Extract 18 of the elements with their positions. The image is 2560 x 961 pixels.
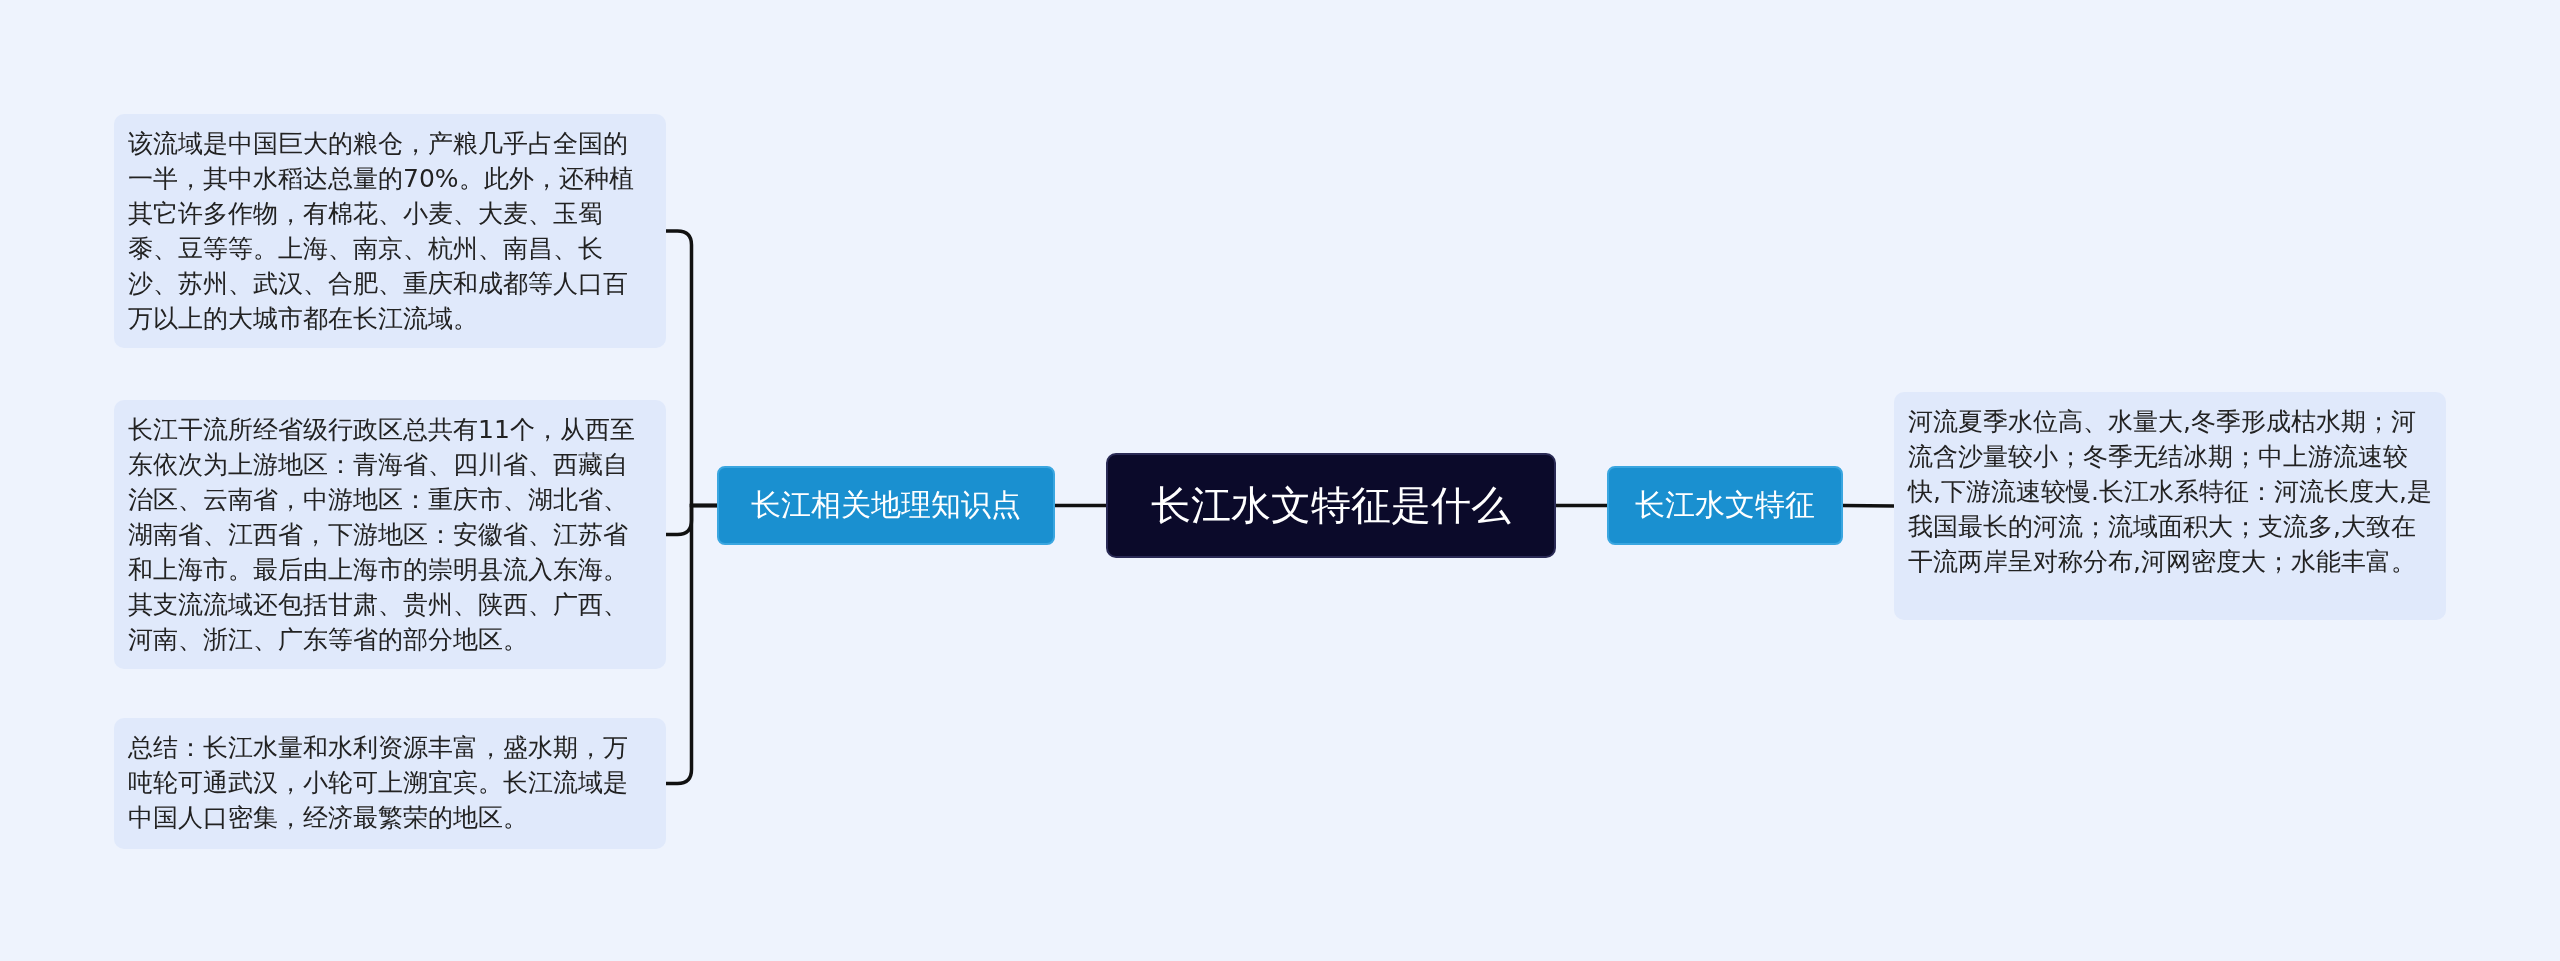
note-card xyxy=(114,718,666,849)
note-card xyxy=(114,114,666,348)
topic-box xyxy=(1607,466,1843,545)
note-text: 河流夏季水位高、水量大,冬季形成枯水期；河流含沙量较小；冬季无结冰期；中上游流速较快,下游流速较慢.长江水系特征：河流长度大,是我国最长的河流；流域面积大；支流多,大致在干流两岸呈对称分布,河网密度大；水能丰富。 xyxy=(1908,406,2432,578)
note-text: 总结：长江水量和水利资源丰富，盛水期，万吨轮可通武汉，小轮可上溯宜宾。长江流域是中国人口密集，经济最繁荣的地区。 xyxy=(128,732,629,834)
topic-label: 长江相关地理知识点 xyxy=(751,486,1021,524)
topic-label: 长江水文特征 xyxy=(1635,486,1815,524)
note-text: 长江干流所经省级行政区总共有11个，从西至东依次为上游地区：青海省、四川省、西藏自治区、云南省，中游地区：重庆市、湖北省、湖南省、江西省，下游地区：安徽省、江苏省和上海市。最后由上海市的崇明县流入东海。其支流流域还包括甘肃、贵州、陕西、广西、河南、浙江、广东等省的部分地区。 xyxy=(128,414,636,656)
note-text: 该流域是中国巨大的粮仓，产粮几乎占全国的一半，其中水稻达总量的70%。此外，还种植其它许多作物，有棉花、小麦、大麦、玉蜀黍、豆等等。上海、南京、杭州、南昌、长沙、苏州、武汉、合肥、重庆和成都等人口百万以上的大城市都在长江流域。 xyxy=(128,128,635,335)
central-topic-box xyxy=(1106,453,1556,558)
connector-line xyxy=(666,503,717,786)
topic-label: 长江水文特征是什么 xyxy=(1151,481,1511,530)
note-card xyxy=(114,400,666,669)
connector-line xyxy=(1556,503,1607,508)
connector-line xyxy=(1055,503,1106,508)
connector-line xyxy=(1843,503,1894,508)
topic-box xyxy=(717,466,1055,545)
note-card xyxy=(1894,392,2446,620)
